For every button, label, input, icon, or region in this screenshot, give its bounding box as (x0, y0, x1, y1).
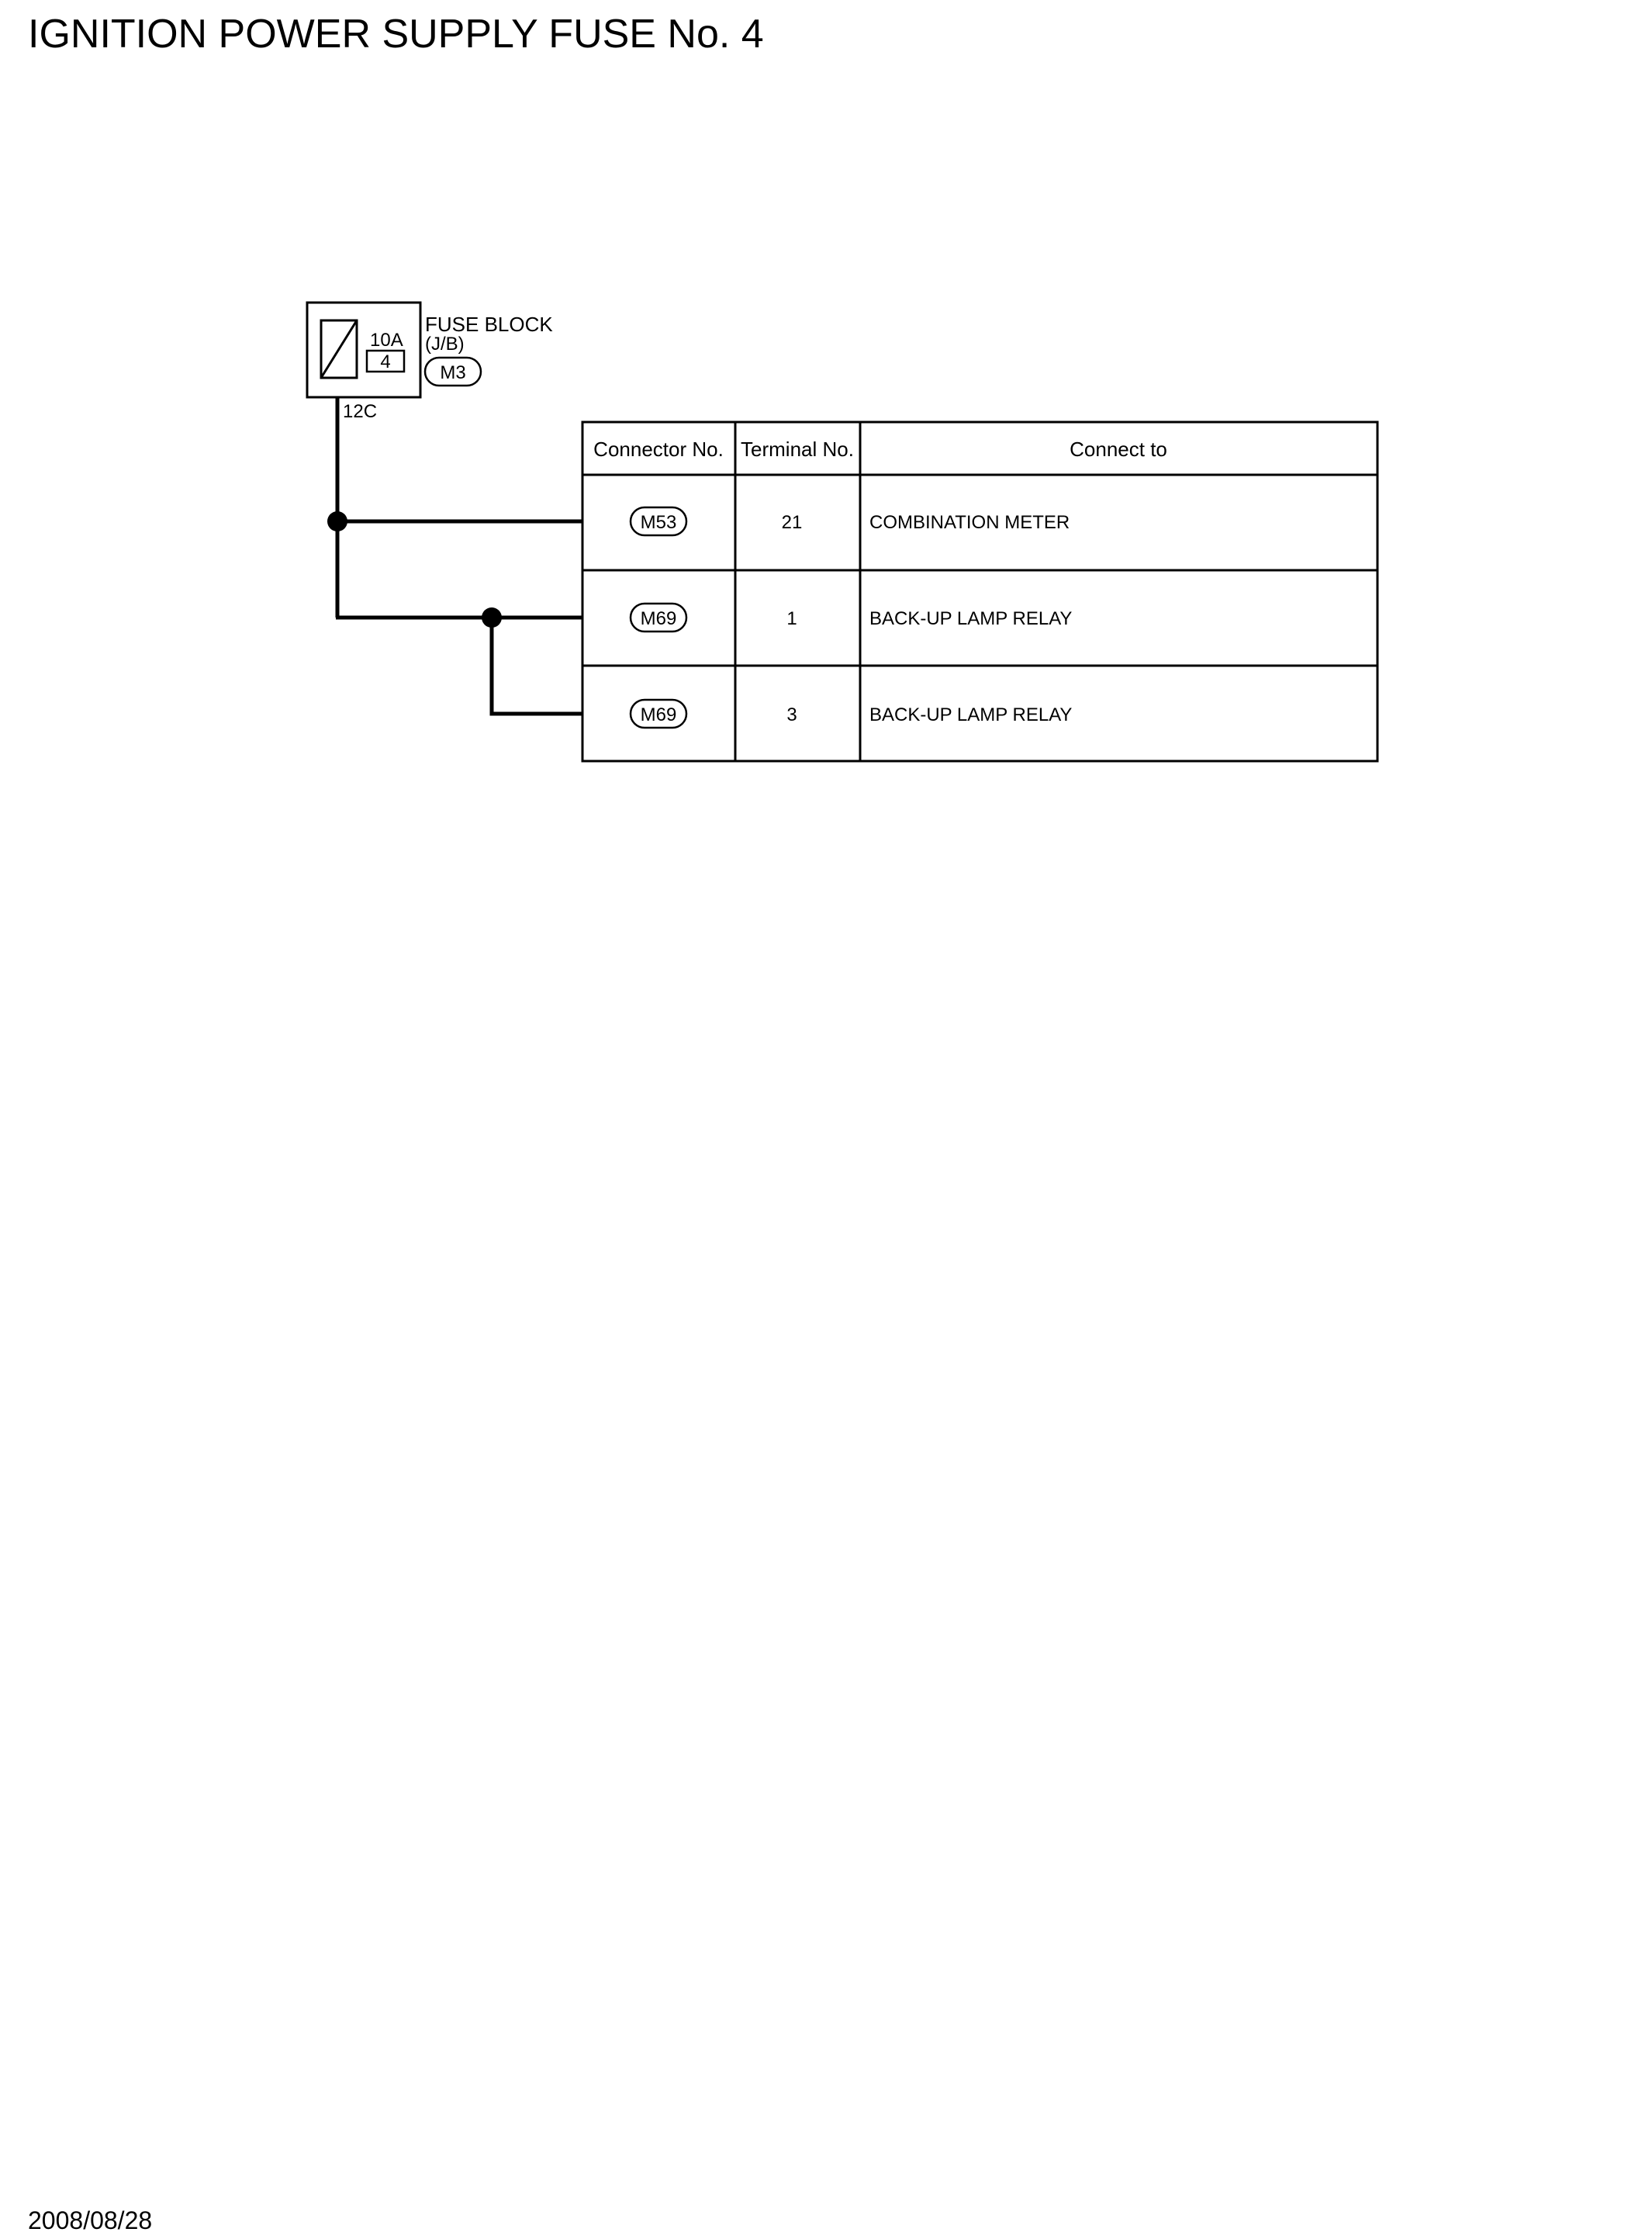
fuse-block-outline (306, 301, 422, 399)
table-row: M69 1 BACK-UP LAMP RELAY (629, 602, 1072, 633)
connector-badge (629, 602, 688, 633)
connector-no: M69 (641, 608, 677, 629)
fuse-block: 10A 4 FUSE BLOCK (J/B) M3 12C (306, 301, 553, 422)
connect-to: BACK-UP LAMP RELAY (869, 704, 1072, 725)
connector-badge (629, 698, 688, 729)
connection-table: Connector No. Terminal No. Connect to M5… (581, 420, 1379, 763)
splice-node-2 (482, 607, 502, 628)
fuse-number-box (365, 349, 406, 373)
table-outline (581, 420, 1379, 763)
connector-no: M53 (641, 512, 677, 533)
terminal-no: 21 (782, 512, 803, 533)
fuse-rating: 10A (370, 330, 403, 351)
fuse-block-sub: (J/B) (425, 334, 465, 355)
fuse-terminal: 12C (343, 401, 377, 422)
wires (335, 397, 582, 716)
wire-to-row-3 (489, 618, 582, 716)
fuse-number: 4 (380, 351, 390, 372)
header-connector-no: Connector No. (593, 438, 724, 461)
terminal-no: 3 (786, 704, 797, 725)
connect-to: COMBINATION METER (869, 512, 1070, 533)
footer-date: 2008/08/28 (28, 2206, 153, 2234)
connector-no: M69 (641, 704, 677, 725)
fuse-icon (320, 319, 358, 379)
fuse-connector-badge (423, 356, 482, 387)
header-connect-to: Connect to (1070, 438, 1167, 461)
fuse-block-name: FUSE BLOCK (425, 313, 553, 336)
splice-node-1 (327, 511, 347, 531)
page-title: IGNITION POWER SUPPLY FUSE No. 4 (28, 12, 764, 57)
header-terminal-no: Terminal No. (741, 438, 854, 461)
table-row: M69 3 BACK-UP LAMP RELAY (629, 698, 1072, 729)
connect-to: BACK-UP LAMP RELAY (869, 608, 1072, 629)
fuse-element-icon (320, 320, 358, 379)
terminal-no: 1 (786, 608, 797, 629)
connector-badge (629, 506, 688, 537)
fuse-connector: M3 (440, 362, 465, 383)
table-row: M53 21 COMBINATION METER (629, 506, 1070, 537)
